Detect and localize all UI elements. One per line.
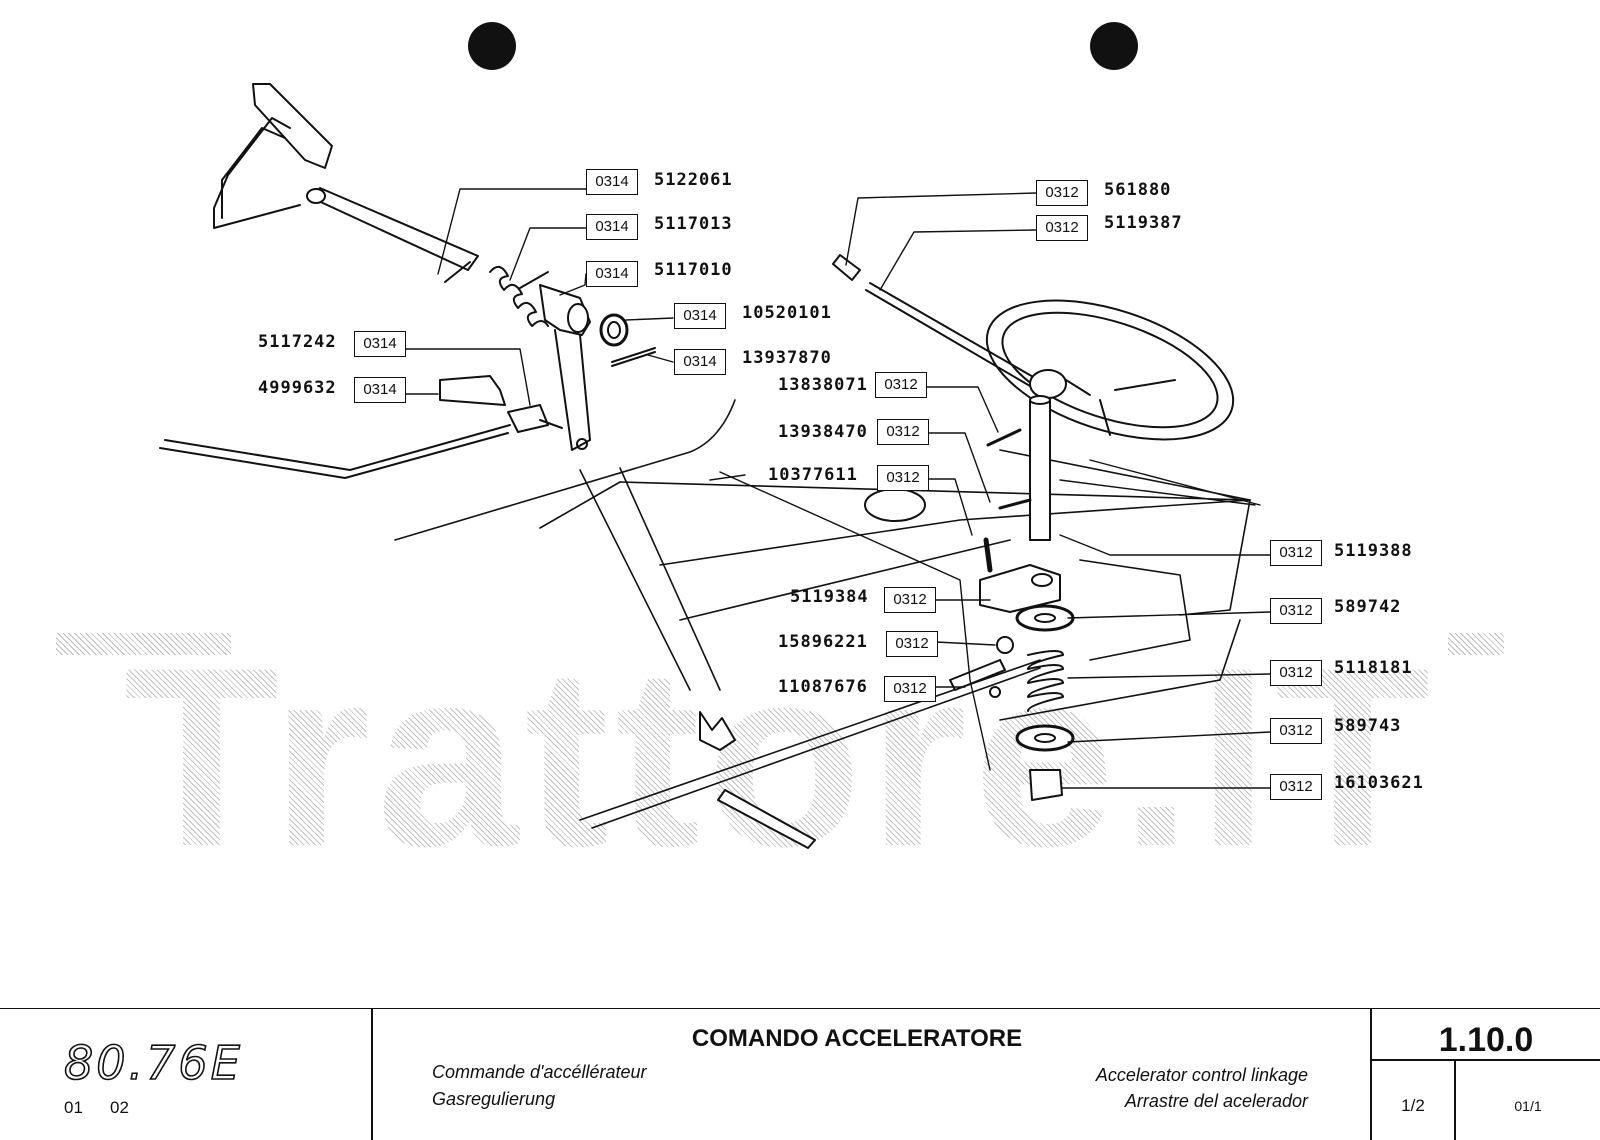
part-number: 15896221 — [778, 632, 868, 652]
callout-code: 0314 — [354, 377, 406, 403]
governor-lever-drawing — [699, 711, 816, 849]
callout-code: 0314 — [354, 331, 406, 357]
divider — [1370, 1059, 1600, 1061]
callout-code: 0312 — [877, 465, 929, 491]
part-number: 10377611 — [768, 465, 858, 485]
section-reference: 1.10.0 — [1438, 1021, 1534, 1059]
steering-wheel-drawing — [985, 299, 1235, 441]
part-number: 10520101 — [742, 303, 832, 323]
callout-code: 0312 — [1270, 718, 1322, 744]
part-number: 16103621 — [1334, 773, 1424, 793]
part-number: 5119387 — [1104, 213, 1183, 233]
callout-code: 0312 — [1036, 180, 1088, 206]
callout-code: 0312 — [1036, 215, 1088, 241]
part-number: 5117242 — [258, 332, 337, 352]
part-number: 5118181 — [1334, 658, 1413, 678]
leader-lines — [403, 188, 1271, 789]
part-number: 589742 — [1334, 597, 1402, 617]
part-number: 5122061 — [654, 170, 733, 190]
punch-hole-right — [1090, 22, 1138, 70]
title-german: Gasregulierung — [432, 1089, 556, 1109]
callout-code: 0312 — [1270, 774, 1322, 800]
callout-code: 0312 — [884, 676, 936, 702]
callout-code: 0314 — [586, 261, 638, 287]
part-number: 5117013 — [654, 214, 733, 234]
callout-code: 0314 — [674, 303, 726, 329]
part-number: 13838071 — [778, 375, 868, 395]
cable-clamp-drawing — [159, 375, 563, 479]
callout-code: 0314 — [586, 214, 638, 240]
page-title: COMANDO ACCELERATORE — [691, 1025, 1023, 1052]
part-number: 5119388 — [1334, 541, 1413, 561]
callout-code: 0312 — [1270, 660, 1322, 686]
sheet-number: 1/2 — [1401, 1096, 1425, 1115]
part-number: 589743 — [1334, 716, 1402, 736]
model-number: 80.76E — [63, 1036, 243, 1090]
callout-code: 0312 — [877, 419, 929, 445]
title-english: Accelerator control linkage — [1095, 1065, 1308, 1085]
part-number: 13938470 — [778, 422, 868, 442]
part-number: 561880 — [1104, 180, 1172, 200]
watermark-bar-right — [1448, 633, 1504, 655]
callout-code: 0312 — [1270, 540, 1322, 566]
callout-code: 0314 — [586, 169, 638, 195]
watermark-text: Trattore.IT — [55, 630, 1505, 885]
watermark-bar-left — [56, 633, 231, 655]
part-number: 11087676 — [778, 677, 868, 697]
divider — [1454, 1059, 1456, 1140]
part-number: 5117010 — [654, 260, 733, 280]
hand-throttle-drawing — [832, 254, 1067, 541]
title-spanish: Arrastre del acelerador — [1124, 1091, 1308, 1111]
model-sub-1: 01 — [64, 1098, 83, 1117]
exploded-view-drawing — [159, 83, 1271, 849]
callout-code: 0312 — [1270, 598, 1322, 624]
throttle-cam-drawing — [949, 564, 1075, 801]
title-block — [0, 1008, 1600, 1140]
callout-code: 0314 — [674, 349, 726, 375]
callout-code: 0312 — [875, 372, 927, 398]
title-french: Commande d'accéllérateur — [432, 1062, 647, 1082]
callout-code: 0312 — [884, 587, 936, 613]
accelerator-pedal-drawing — [213, 83, 479, 283]
divider — [1370, 1009, 1372, 1140]
pedal-lever-drawing — [539, 284, 591, 451]
callout-code: 0312 — [886, 631, 938, 657]
part-number: 5119384 — [790, 587, 869, 607]
model-sub-2: 02 — [110, 1098, 129, 1117]
divider — [371, 1009, 373, 1140]
punch-hole-left — [468, 22, 516, 70]
revision: 01/1 — [1514, 1098, 1542, 1114]
part-number: 4999632 — [258, 378, 337, 398]
return-spring-drawing — [489, 265, 549, 327]
part-number: 13937870 — [742, 348, 832, 368]
